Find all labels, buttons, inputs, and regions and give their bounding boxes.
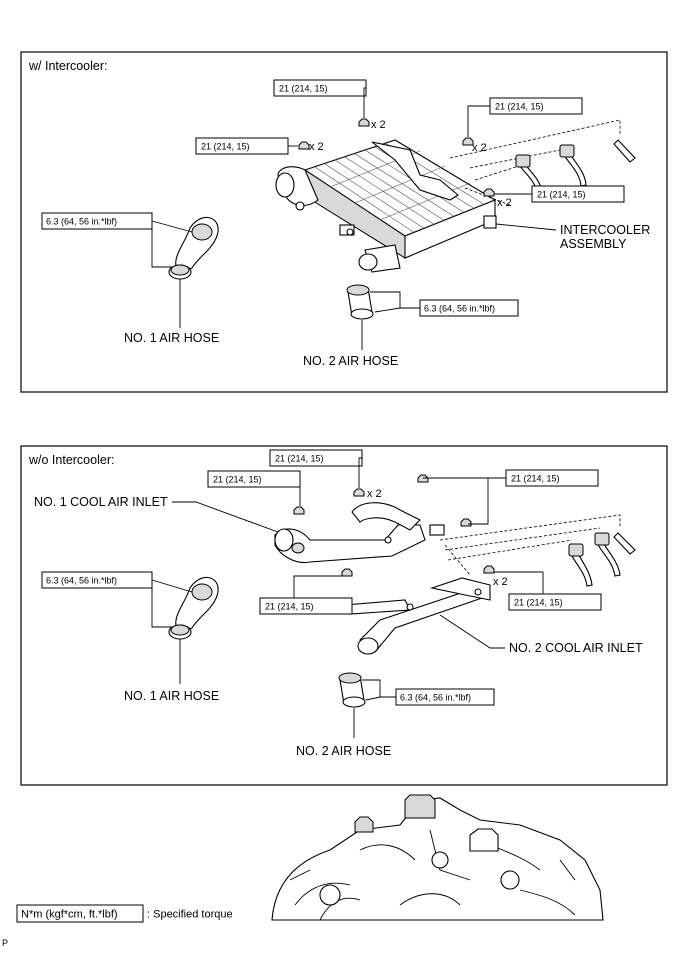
- no1-cool-air-inlet-label: NO. 1 COOL AIR INLET: [34, 495, 168, 509]
- no2-cool-air-inlet-label: NO. 2 COOL AIR INLET: [509, 641, 643, 655]
- torque-value: 21 (214, 15): [495, 102, 544, 112]
- quantity-label: x 2: [497, 197, 512, 209]
- torque-callout: [259, 597, 353, 615]
- engine-overview-illustration: [271, 794, 604, 921]
- section-frame: [20, 445, 668, 786]
- no1-air-hose-drawing: [168, 217, 219, 280]
- vacuum-hose-drawing: [439, 514, 636, 587]
- legend-description: : Specified torque: [147, 909, 233, 921]
- section-with-intercooler: w/ Intercooler:: [20, 51, 668, 393]
- torque-value: 21 (214, 15): [201, 142, 250, 152]
- intercooler-assembly-label: INTERCOOLER: [560, 223, 650, 237]
- no2-air-hose-label: NO. 2 AIR HOSE: [303, 354, 398, 368]
- torque-value: 6.3 (64, 56 in.*lbf): [424, 304, 495, 314]
- torque-callout: [508, 593, 602, 611]
- quantity-label: x 2: [367, 488, 382, 500]
- torque-value: 6.3 (64, 56 in.*lbf): [46, 217, 117, 227]
- torque-value: 21 (214, 15): [511, 474, 560, 484]
- torque-value: 6.3 (64, 56 in.*lbf): [46, 576, 117, 586]
- intercooler-assembly-label: ASSEMBLY: [560, 237, 627, 251]
- quantity-label: x 2: [371, 119, 386, 131]
- bolt-icon: [293, 474, 495, 577]
- footer-mark: P: [2, 938, 8, 948]
- no2-cool-air-inlet-drawing: [344, 577, 491, 655]
- no1-air-hose-label: NO. 1 AIR HOSE: [124, 689, 219, 703]
- torque-legend: N*m (kgf*cm, ft.*lbf) : Specified torque: [16, 904, 233, 923]
- no2-air-hose-drawing: [346, 284, 374, 320]
- section-title: w/ Intercooler:: [28, 59, 108, 73]
- legend-unit: N*m (kgf*cm, ft.*lbf): [21, 909, 118, 921]
- no1-air-hose-drawing: [168, 577, 219, 640]
- section-title: w/o Intercooler:: [28, 453, 114, 467]
- no1-cool-air-inlet-drawing: [274, 502, 445, 564]
- intercooler-assembly-drawing: [275, 139, 497, 273]
- no1-air-hose-label: NO. 1 AIR HOSE: [124, 331, 219, 345]
- torque-value: 21 (214, 15): [514, 598, 563, 608]
- quantity-label: x 2: [309, 141, 324, 153]
- vacuum-hose-drawing: [449, 119, 636, 206]
- quantity-label: x 2: [472, 142, 487, 154]
- no2-air-hose-drawing: [338, 672, 366, 708]
- torque-value: 21 (214, 15): [537, 190, 586, 200]
- torque-value: 6.3 (64, 56 in.*lbf): [400, 693, 471, 703]
- no2-air-hose-label: NO. 2 AIR HOSE: [296, 744, 391, 758]
- bolt-icon: [298, 118, 495, 197]
- legend-unit-box: [16, 904, 144, 923]
- section-without-intercooler: w/o Intercooler:: [20, 445, 668, 786]
- torque-value: 21 (214, 15): [275, 454, 324, 464]
- quantity-label: x 2: [493, 576, 508, 588]
- torque-value: 21 (214, 15): [265, 602, 314, 612]
- torque-value: 21 (214, 15): [279, 84, 328, 94]
- torque-value: 21 (214, 15): [213, 475, 262, 485]
